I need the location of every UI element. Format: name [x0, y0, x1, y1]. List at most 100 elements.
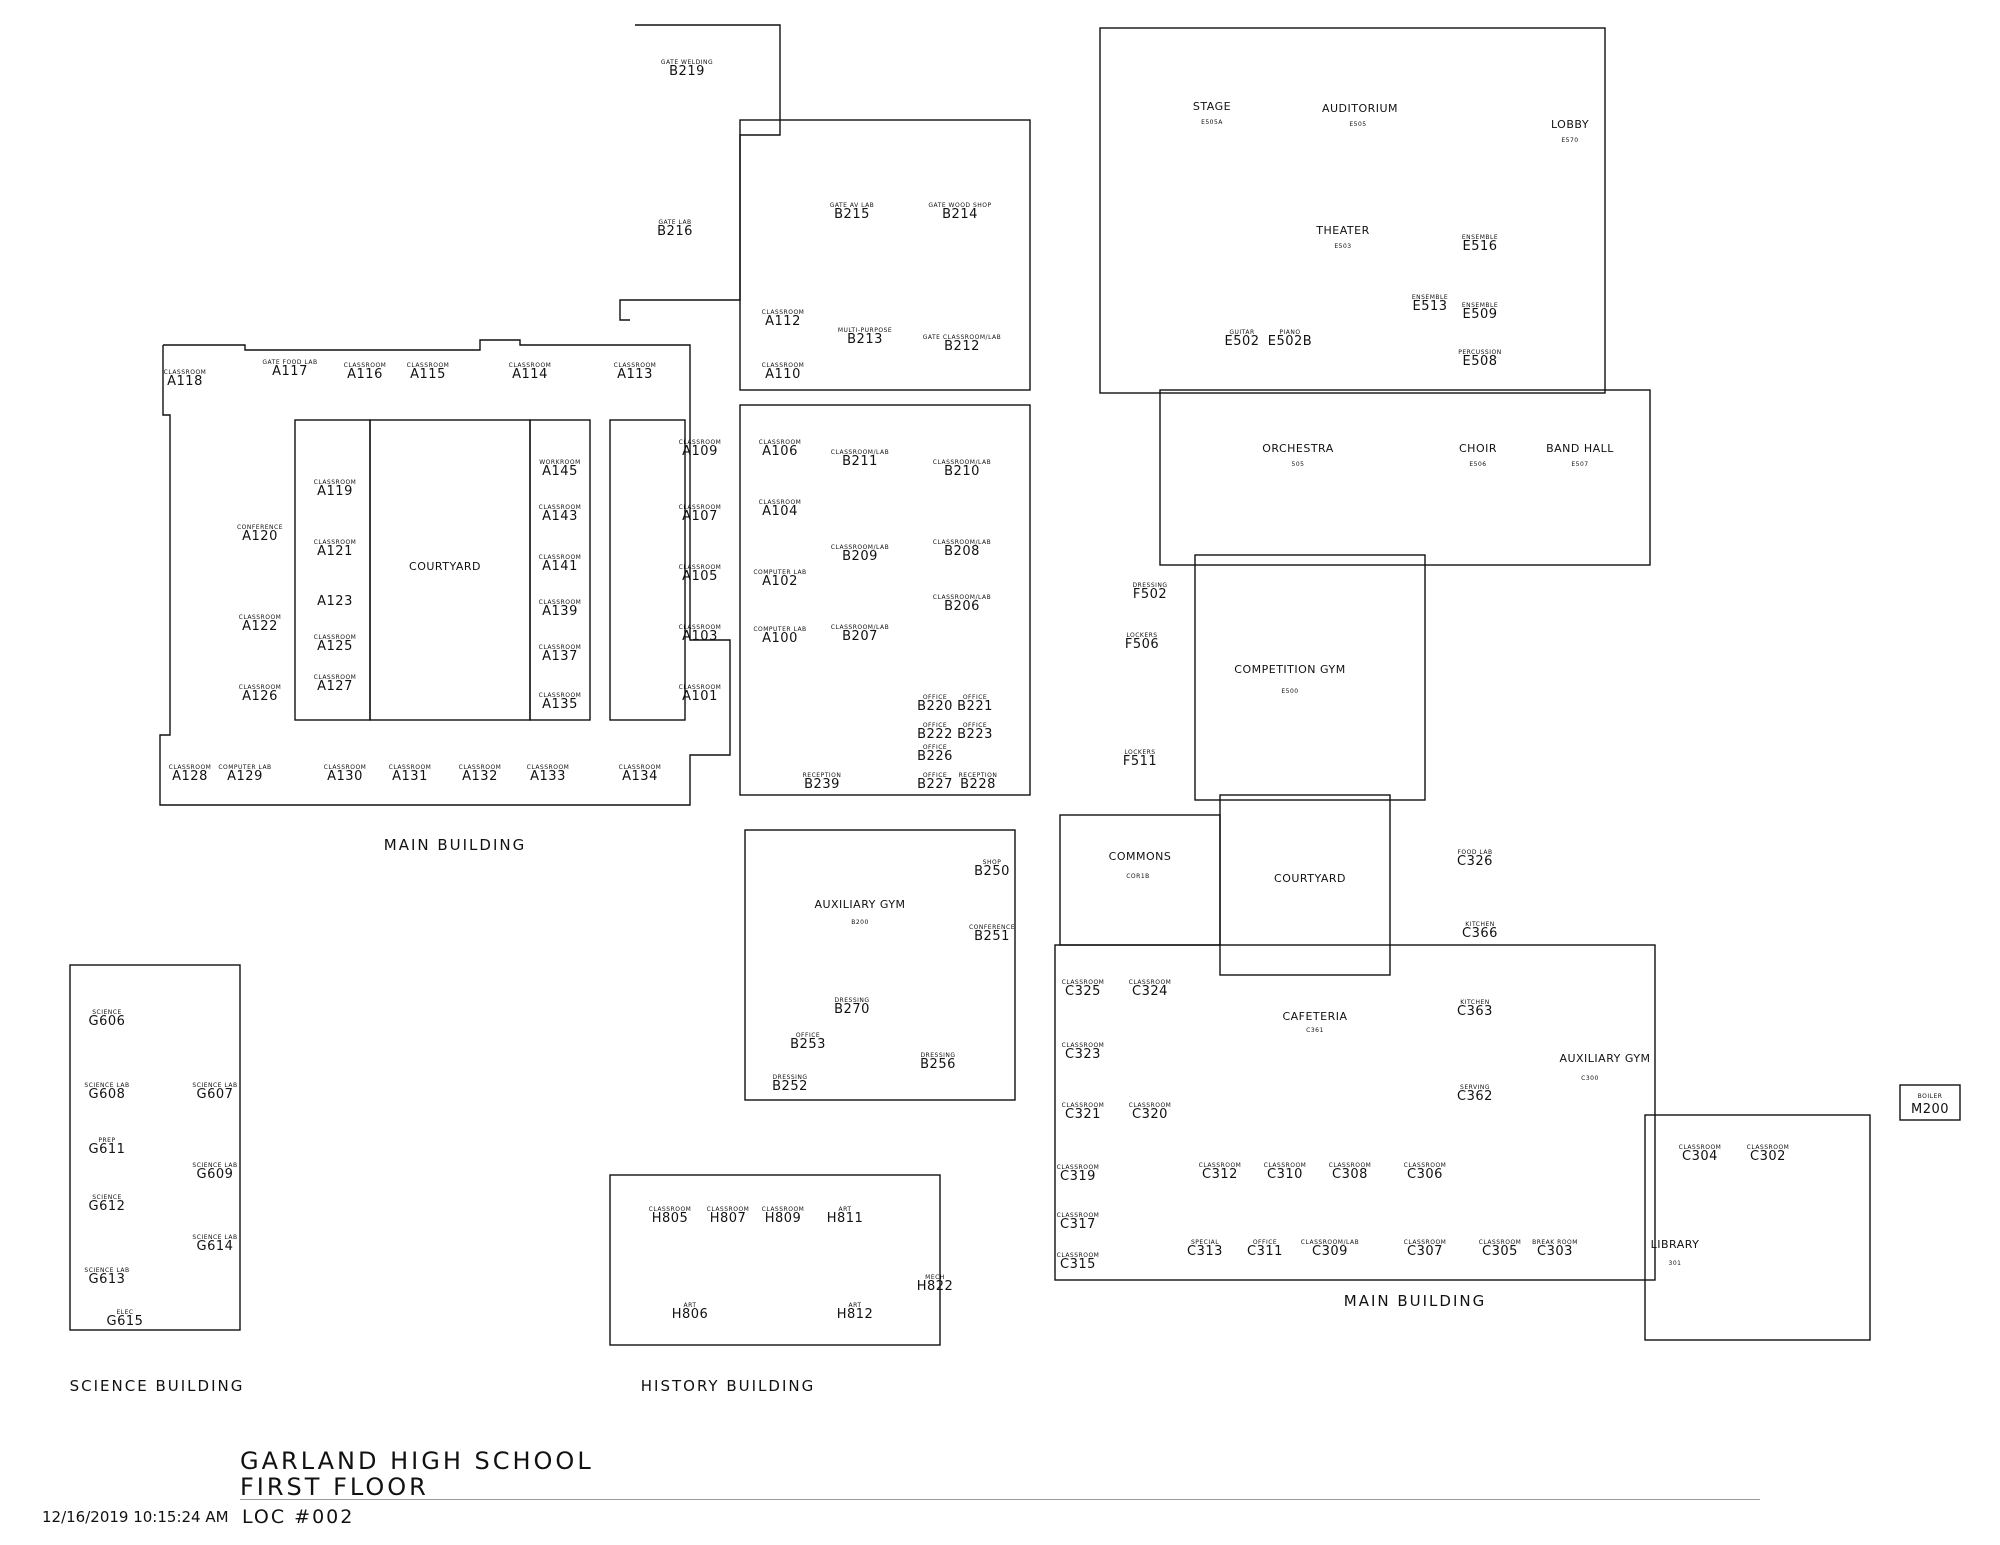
room-number-b219: B219: [669, 64, 705, 79]
room-number-h806: H806: [672, 1307, 709, 1322]
room-number-a107: A107: [682, 509, 718, 524]
room-name-c306: CLASSROOM: [1404, 1162, 1447, 1169]
room-name-a113: CLASSROOM: [614, 362, 657, 369]
room-number-a141: A141: [542, 559, 578, 574]
room-number-c311: C311: [1247, 1244, 1283, 1259]
room-name-g615: ELEC: [116, 1309, 133, 1316]
room-number-c310: C310: [1267, 1167, 1303, 1182]
room-name-a121: CLASSROOM: [314, 539, 357, 546]
room-name-e513: ENSEMBLE: [1412, 294, 1448, 301]
room-name-a119: CLASSROOM: [314, 479, 357, 486]
room-name-g609: SCIENCE LAB: [192, 1162, 237, 1169]
room-name-a107: CLASSROOM: [679, 504, 722, 511]
room-number-c326: C326: [1457, 854, 1493, 869]
room-name-c304: CLASSROOM: [1679, 1144, 1722, 1151]
room-number-g612: G612: [89, 1199, 126, 1214]
room-name-h812: ART: [848, 1302, 861, 1309]
room-name-a110: CLASSROOM: [762, 362, 805, 369]
room-number-h812: H812: [837, 1307, 874, 1322]
boiler-room: [1899, 1084, 1961, 1121]
auditorium-num: E505: [1349, 121, 1366, 128]
room-name-g606: SCIENCE: [92, 1009, 122, 1016]
room-name-e516: ENSEMBLE: [1462, 234, 1498, 241]
room-name-b221: OFFICE: [963, 694, 987, 701]
room-number-a131: A131: [392, 769, 428, 784]
room-number-b227: B227: [917, 777, 953, 792]
room-number-c312: C312: [1202, 1167, 1238, 1182]
room-number-b220: B220: [917, 699, 953, 714]
room-name-b253: OFFICE: [796, 1032, 820, 1039]
room-number-c325: C325: [1065, 984, 1101, 999]
room-number-b251: B251: [974, 929, 1010, 944]
science-building-outline: [69, 964, 241, 1331]
room-number-h809: H809: [765, 1211, 802, 1226]
main-building-east-label: MAIN BUILDING: [1344, 1292, 1486, 1310]
room-number-e508: E508: [1462, 354, 1497, 369]
room-name-h809: CLASSROOM: [762, 1206, 805, 1213]
room-name-b223: OFFICE: [963, 722, 987, 729]
room-name-a116: CLASSROOM: [344, 362, 387, 369]
room-name-a118: CLASSROOM: [164, 369, 207, 376]
room-number-a104: A104: [762, 504, 798, 519]
room-name-b252: DRESSING: [772, 1074, 807, 1081]
room-number-c307: C307: [1407, 1244, 1443, 1259]
room-name-a133: CLASSROOM: [527, 764, 570, 771]
room-number-b214: B214: [942, 207, 978, 222]
room-name-b211: CLASSROOM/LAB: [831, 449, 889, 456]
room-name-g608: SCIENCE LAB: [84, 1082, 129, 1089]
room-name-c324: CLASSROOM: [1129, 979, 1172, 986]
orchestra-label: ORCHESTRA: [1262, 442, 1334, 455]
room-name-h822: MECH: [925, 1274, 945, 1281]
room-name-c310: CLASSROOM: [1264, 1162, 1307, 1169]
room-name-b270: DRESSING: [834, 997, 869, 1004]
room-number-c323: C323: [1065, 1047, 1101, 1062]
room-number-f506: F506: [1125, 637, 1159, 652]
room-name-a103: CLASSROOM: [679, 624, 722, 631]
room-name-c317: CLASSROOM: [1057, 1212, 1100, 1219]
room-number-a103: A103: [682, 629, 718, 644]
room-number-e516: E516: [1462, 239, 1497, 254]
room-number-b270: B270: [834, 1002, 870, 1017]
room-name-b226: OFFICE: [923, 744, 947, 751]
room-name-e508: PERCUSSION: [1458, 349, 1501, 356]
room-name-a104: CLASSROOM: [759, 499, 802, 506]
room-number-b206: B206: [944, 599, 980, 614]
room-number-a116: A116: [347, 367, 383, 382]
room-number-c306: C306: [1407, 1167, 1443, 1182]
room-number-a113: A113: [617, 367, 653, 382]
competition-gym-area: [1194, 554, 1426, 801]
fine-arts-building: [1099, 27, 1606, 394]
library-building: [1644, 1114, 1871, 1341]
room-number-e502b: E502B: [1268, 334, 1312, 349]
room-number-c317: C317: [1060, 1217, 1096, 1232]
room-name-a127: CLASSROOM: [314, 674, 357, 681]
floor-name: FIRST FLOOR: [240, 1473, 429, 1501]
room-name-h806: ART: [683, 1302, 696, 1309]
room-number-a101: A101: [682, 689, 718, 704]
library-label: LIBRARY: [1651, 1238, 1700, 1251]
room-number-b210: B210: [944, 464, 980, 479]
room-name-a139: CLASSROOM: [539, 599, 582, 606]
room-name-c305: CLASSROOM: [1479, 1239, 1522, 1246]
history-building-label: HISTORY BUILDING: [641, 1377, 815, 1395]
room-number-c366: C366: [1462, 926, 1498, 941]
room-name-b220: OFFICE: [923, 694, 947, 701]
room-number-c304: C304: [1682, 1149, 1718, 1164]
theater-label: THEATER: [1315, 224, 1369, 237]
room-name-b215: GATE AV LAB: [830, 202, 875, 209]
room-name-h807: CLASSROOM: [707, 1206, 750, 1213]
competition-gym-num: E500: [1281, 688, 1298, 695]
room-number-g609: G609: [197, 1167, 234, 1182]
footer-rule: [240, 1499, 1760, 1500]
room-name-c321: CLASSROOM: [1062, 1102, 1105, 1109]
room-name-c319: CLASSROOM: [1057, 1164, 1100, 1171]
b-gate-block: [739, 119, 1031, 391]
room-name-c303: BREAK ROOM: [1532, 1239, 1578, 1246]
room-number-a112: A112: [765, 314, 801, 329]
aux-gym-b-label: AUXILIARY GYM: [814, 898, 905, 911]
room-name-b213: MULTI-PURPOSE: [838, 327, 892, 334]
room-name-c362: SERVING: [1460, 1084, 1490, 1091]
location-code: LOC #002: [242, 1506, 355, 1528]
room-number-a126: A126: [242, 689, 278, 704]
